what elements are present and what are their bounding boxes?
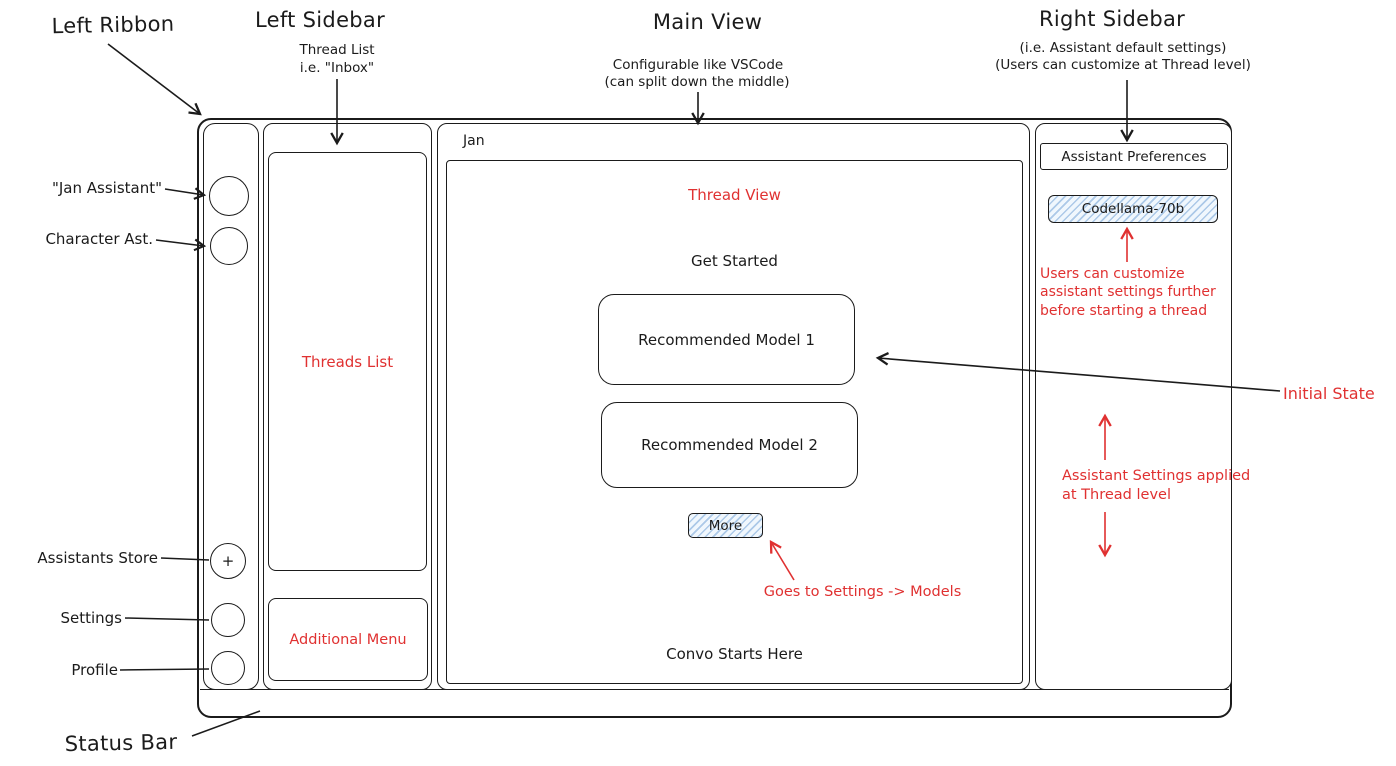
thread-view-label: Thread View: [688, 186, 781, 204]
window-title: Jan: [463, 133, 485, 149]
recommended-model-2-label: Recommended Model 2: [641, 436, 818, 454]
annotation-initial-state: Initial State: [1283, 384, 1375, 403]
assistant-preferences-label: Assistant Preferences: [1061, 148, 1207, 165]
annotation-customize-note: Users can customize assistant settings f…: [1040, 266, 1216, 319]
assistant-preferences-header: Assistant Preferences: [1040, 143, 1228, 170]
threads-list-label: Threads List: [301, 352, 394, 371]
annotation-assistants-store: Assistants Store: [37, 549, 158, 567]
recommended-model-2-card[interactable]: Recommended Model 2: [601, 402, 858, 488]
convo-starts-here-label: Convo Starts Here: [666, 645, 803, 663]
annotation-assistant-defaults: (i.e. Assistant default settings): [1019, 40, 1227, 56]
annotation-profile: Profile: [71, 661, 118, 679]
annotation-left-ribbon: Left Ribbon: [51, 11, 175, 39]
assistants-store-button[interactable]: +: [210, 543, 246, 579]
annotation-configurable: Configurable like VSCode: [612, 57, 784, 73]
annotation-thread-list: Thread List: [299, 42, 375, 58]
threads-list-panel[interactable]: Threads List: [268, 152, 427, 571]
recommended-model-1-card[interactable]: Recommended Model 1: [598, 294, 855, 385]
annotation-character-ast: Character Ast.: [45, 230, 153, 248]
codellama-model-label: Codellama-70b: [1081, 201, 1185, 217]
profile-button[interactable]: [211, 651, 245, 685]
annotation-inbox: i.e. "Inbox": [299, 60, 375, 76]
annotation-jan-assistant: "Jan Assistant": [51, 179, 162, 197]
more-button-label: More: [708, 517, 743, 534]
jan-assistant-avatar[interactable]: [209, 176, 249, 216]
arrow-left-ribbon: [107, 43, 202, 116]
settings-button[interactable]: [211, 603, 245, 637]
annotation-right-sidebar: Right Sidebar: [1038, 7, 1186, 31]
annotation-left-sidebar: Left Sidebar: [254, 8, 386, 32]
codellama-model-chip[interactable]: Codellama-70b: [1048, 195, 1218, 223]
status-bar: [200, 689, 1229, 716]
character-assistant-avatar[interactable]: [210, 227, 248, 265]
get-started-label: Get Started: [691, 252, 778, 270]
annotation-customize-thread-level: (Users can customize at Thread level): [995, 57, 1251, 73]
left-ribbon: [203, 123, 259, 690]
annotation-split: (can split down the middle): [604, 74, 790, 90]
more-button[interactable]: More: [688, 513, 763, 538]
line-profile: [119, 668, 210, 671]
annotation-goes-to-settings: Goes to Settings -> Models: [763, 584, 962, 600]
annotation-settings: Settings: [60, 609, 122, 627]
annotation-status-bar: Status Bar: [64, 729, 178, 757]
additional-menu-label: Additional Menu: [289, 631, 407, 648]
additional-menu-panel[interactable]: Additional Menu: [268, 598, 428, 681]
plus-icon: +: [221, 552, 235, 570]
recommended-model-1-label: Recommended Model 1: [638, 330, 815, 349]
annotation-main-view: Main View: [652, 10, 763, 34]
annotation-thread-level-note: Assistant Settings applied at Thread lev…: [1062, 468, 1251, 504]
